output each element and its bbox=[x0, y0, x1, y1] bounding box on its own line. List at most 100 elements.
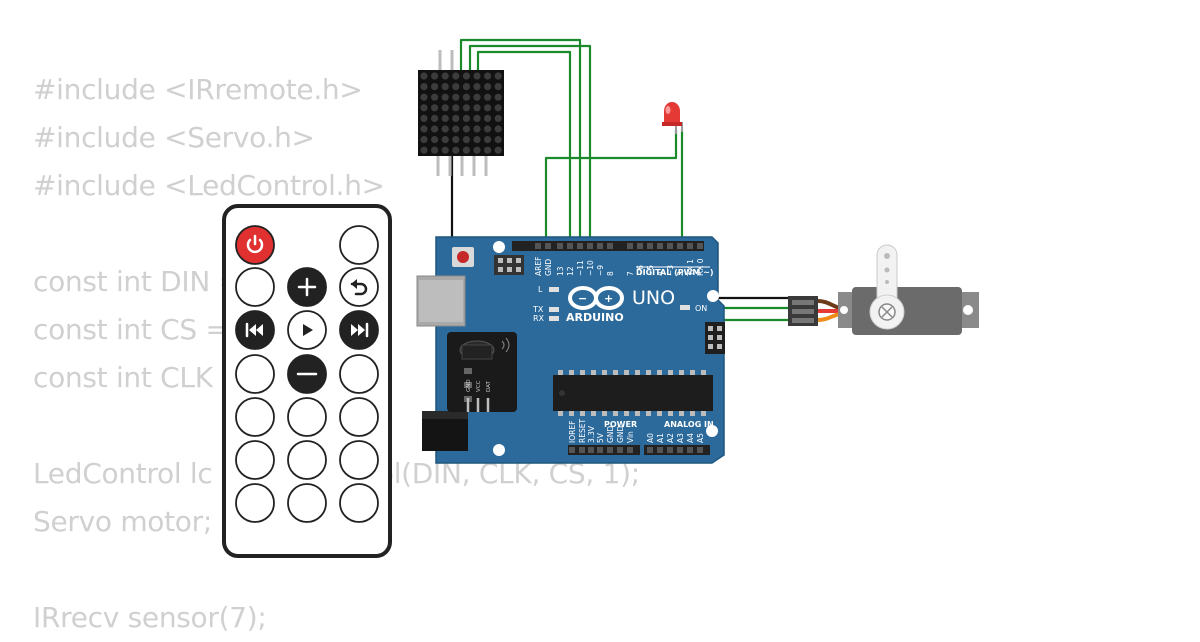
led-matrix-dot bbox=[494, 93, 502, 101]
pin-label: A1 bbox=[656, 433, 665, 443]
header-pin[interactable] bbox=[667, 243, 673, 249]
code-line: IRrecv sensor(7); bbox=[33, 601, 267, 634]
ir-pin-label: VCC bbox=[476, 380, 482, 392]
ir-remote[interactable] bbox=[222, 204, 392, 558]
led-matrix-dot bbox=[494, 136, 502, 144]
pin-label: A0 bbox=[646, 433, 655, 443]
led-matrix-dot bbox=[441, 93, 449, 101]
led-matrix-dot bbox=[452, 146, 460, 154]
key-8-button[interactable] bbox=[287, 483, 327, 523]
header-pin[interactable] bbox=[647, 243, 653, 249]
analog-label: ANALOG IN bbox=[664, 420, 714, 429]
icsp-pin bbox=[498, 258, 503, 263]
header-pin[interactable] bbox=[597, 447, 603, 453]
key-5-button[interactable] bbox=[287, 440, 327, 480]
header-pin[interactable] bbox=[657, 243, 663, 249]
header-pin[interactable] bbox=[587, 243, 593, 249]
chip-pin bbox=[602, 411, 607, 416]
pin-label: 2 bbox=[676, 271, 685, 276]
wire-cs bbox=[468, 44, 592, 250]
led-matrix-dot bbox=[441, 146, 449, 154]
header-pin[interactable] bbox=[677, 447, 683, 453]
led-matrix-dot bbox=[473, 125, 481, 133]
header-pin[interactable] bbox=[637, 243, 643, 249]
servo-motor[interactable] bbox=[788, 244, 979, 335]
menu-button[interactable] bbox=[339, 225, 379, 265]
key-C-button[interactable] bbox=[339, 354, 379, 394]
header-pin[interactable] bbox=[597, 243, 603, 249]
header-pin[interactable] bbox=[607, 447, 613, 453]
header-pin[interactable] bbox=[697, 447, 703, 453]
pin-label: 3.3V bbox=[587, 425, 596, 443]
chip-pin bbox=[613, 411, 618, 416]
header-pin[interactable] bbox=[657, 447, 663, 453]
pin-label: ~9 bbox=[596, 265, 605, 276]
led-matrix-dot bbox=[420, 125, 428, 133]
wire-led-gnd bbox=[544, 130, 678, 250]
header-pin[interactable] bbox=[607, 243, 613, 249]
pin-label: AREF bbox=[534, 257, 543, 276]
led-matrix-dot bbox=[462, 136, 470, 144]
header-pin[interactable] bbox=[569, 447, 575, 453]
led-matrix-dot bbox=[494, 104, 502, 112]
header-pin[interactable] bbox=[545, 243, 551, 249]
arduino-logo bbox=[568, 286, 624, 310]
led-matrix-dot bbox=[494, 114, 502, 122]
key-2-button[interactable] bbox=[287, 397, 327, 437]
led-matrix-dot bbox=[473, 136, 481, 144]
test-button[interactable] bbox=[235, 267, 275, 307]
header-pin[interactable] bbox=[617, 447, 623, 453]
icsp-pin bbox=[708, 326, 713, 331]
led-matrix-dot bbox=[431, 146, 439, 154]
key-3-button[interactable] bbox=[339, 397, 379, 437]
icsp-pin bbox=[507, 267, 512, 272]
header-pin[interactable] bbox=[687, 243, 693, 249]
key-1-button[interactable] bbox=[235, 397, 275, 437]
svg-text:−: − bbox=[578, 292, 587, 305]
key-4-button[interactable] bbox=[235, 440, 275, 480]
chip-pin bbox=[558, 411, 563, 416]
pin-label: ~6 bbox=[636, 265, 645, 276]
header-pin[interactable] bbox=[687, 447, 693, 453]
key-6-button[interactable] bbox=[339, 440, 379, 480]
chip-pin bbox=[690, 370, 695, 375]
led-matrix-dot bbox=[462, 104, 470, 112]
led-matrix[interactable] bbox=[418, 50, 504, 176]
header-pin[interactable] bbox=[677, 243, 683, 249]
header-pin[interactable] bbox=[577, 243, 583, 249]
tx-led bbox=[549, 307, 559, 312]
header-pin[interactable] bbox=[647, 447, 653, 453]
servo-horn[interactable] bbox=[876, 244, 898, 309]
icsp-pin bbox=[516, 258, 521, 263]
back-button[interactable] bbox=[339, 267, 379, 307]
pin-label: ~11 bbox=[576, 260, 585, 276]
key-7-button[interactable] bbox=[235, 483, 275, 523]
header-pin[interactable] bbox=[627, 243, 633, 249]
chip-pin bbox=[580, 370, 585, 375]
header-pin[interactable] bbox=[667, 447, 673, 453]
led-matrix-dot bbox=[441, 125, 449, 133]
header-pin[interactable] bbox=[588, 447, 594, 453]
icsp-pin bbox=[708, 344, 713, 349]
header-pin[interactable] bbox=[567, 243, 573, 249]
key-9-button[interactable] bbox=[339, 483, 379, 523]
code-line: #include <LedControl.h> bbox=[33, 169, 385, 202]
led-matrix-dot bbox=[473, 93, 481, 101]
chip-pin bbox=[668, 370, 673, 375]
pin-label: 12 bbox=[566, 266, 575, 276]
rx-led bbox=[549, 316, 559, 321]
led-matrix-dots bbox=[420, 72, 502, 154]
header-pin[interactable] bbox=[535, 243, 541, 249]
red-led[interactable] bbox=[662, 102, 683, 134]
on-label: ON bbox=[695, 304, 707, 313]
header-pin[interactable] bbox=[627, 447, 633, 453]
chip-pin bbox=[635, 411, 640, 416]
led-matrix-dot bbox=[473, 104, 481, 112]
led-matrix-dot bbox=[441, 72, 449, 80]
header-pin[interactable] bbox=[579, 447, 585, 453]
key-0-button[interactable] bbox=[235, 354, 275, 394]
header-pin[interactable] bbox=[697, 243, 703, 249]
header-pin[interactable] bbox=[557, 243, 563, 249]
